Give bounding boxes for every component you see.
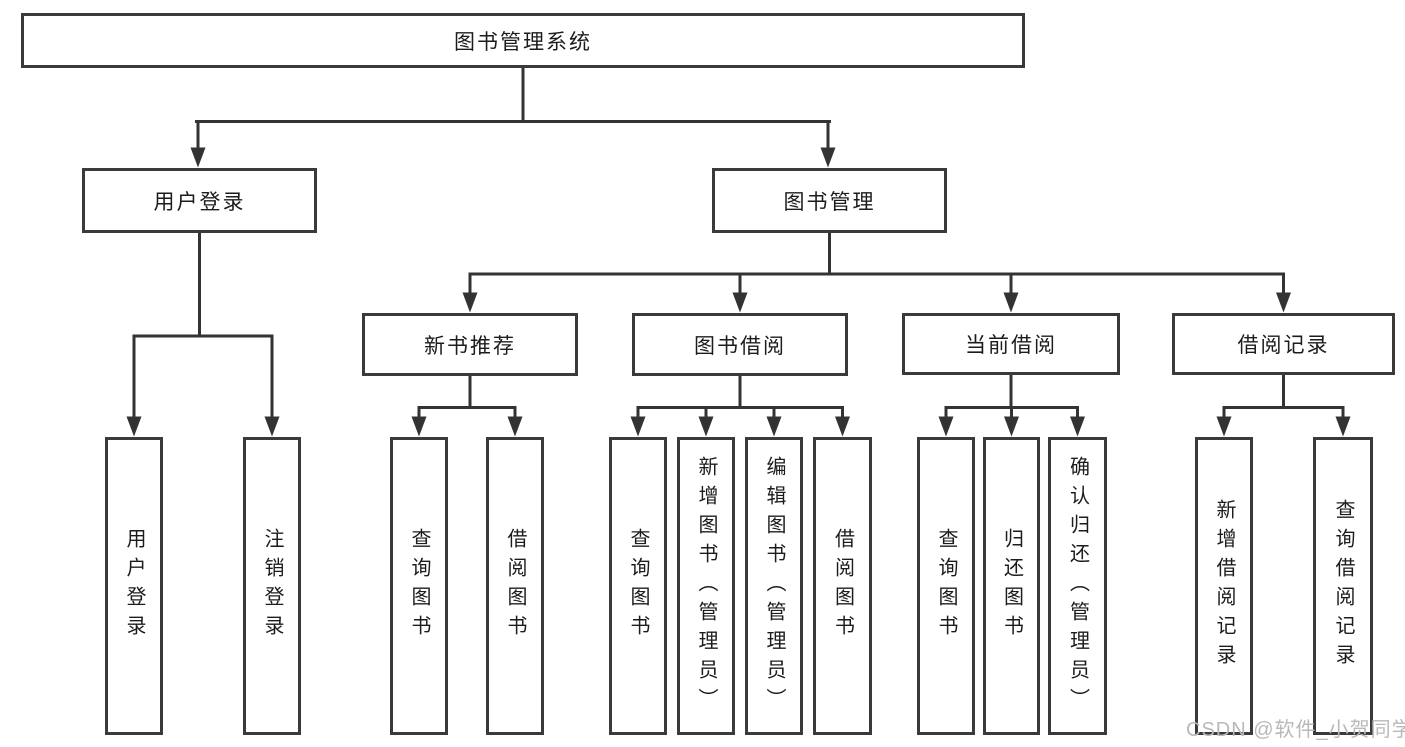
node-label: 图书借阅 xyxy=(694,334,786,358)
leaf-borrow-books-recommend: 借阅图书 xyxy=(486,437,544,735)
node-borrow-records: 借阅记录 xyxy=(1172,313,1395,375)
node-label: 新增图书（管理员） xyxy=(695,455,717,717)
node-label: 当前借阅 xyxy=(965,334,1057,357)
node-new-book-recommend: 新书推荐 xyxy=(362,313,578,376)
leaf-query-books-recommend: 查询图书 xyxy=(390,437,448,735)
node-library-management-system: 图书管理系统 xyxy=(21,13,1025,68)
node-label: 查询图书 xyxy=(935,528,957,644)
node-label: 借阅记录 xyxy=(1237,334,1330,357)
node-label: 归还图书 xyxy=(1000,528,1023,644)
node-label: 新书推荐 xyxy=(424,334,516,358)
leaf-borrow-books: 借阅图书 xyxy=(813,437,872,735)
leaf-query-books-borrow: 查询图书 xyxy=(609,437,667,735)
node-book-management: 图书管理 xyxy=(712,168,947,233)
leaf-logout: 注销登录 xyxy=(243,437,301,735)
node-label: 借阅图书 xyxy=(831,528,854,644)
arrowheads xyxy=(126,147,1351,437)
leaf-edit-books-admin: 编辑图书（管理员） xyxy=(745,437,803,735)
node-label: 图书管理系统 xyxy=(454,30,592,54)
node-label: 图书管理 xyxy=(783,190,876,214)
leaf-query-books-current: 查询图书 xyxy=(917,437,975,735)
node-current-borrow: 当前借阅 xyxy=(902,313,1120,375)
csdn-watermark: CSDN @软件_小贺同学 xyxy=(1186,719,1405,741)
node-label: 查询图书 xyxy=(627,528,649,644)
leaf-query-borrow-record: 查询借阅记录 xyxy=(1313,437,1373,735)
leaf-return-books: 归还图书 xyxy=(983,437,1040,735)
leaf-confirm-return-admin: 确认归还（管理员） xyxy=(1048,437,1107,735)
node-label: 注销登录 xyxy=(261,528,283,644)
node-label: 借阅图书 xyxy=(504,528,526,644)
node-label: 编辑图书（管理员） xyxy=(763,455,785,717)
leaf-user-login: 用户登录 xyxy=(105,437,163,735)
node-label: 用户登录 xyxy=(123,528,145,644)
node-user-login: 用户登录 xyxy=(82,168,317,233)
node-label: 确认归还（管理员） xyxy=(1066,455,1089,717)
leaf-add-borrow-record: 新增借阅记录 xyxy=(1195,437,1253,735)
node-label: 查询图书 xyxy=(408,528,430,644)
node-label: 查询借阅记录 xyxy=(1332,499,1354,673)
leaf-add-books-admin: 新增图书（管理员） xyxy=(677,437,735,735)
node-book-borrow: 图书借阅 xyxy=(632,313,848,376)
node-label: 新增借阅记录 xyxy=(1213,499,1235,673)
node-label: 用户登录 xyxy=(153,190,246,214)
